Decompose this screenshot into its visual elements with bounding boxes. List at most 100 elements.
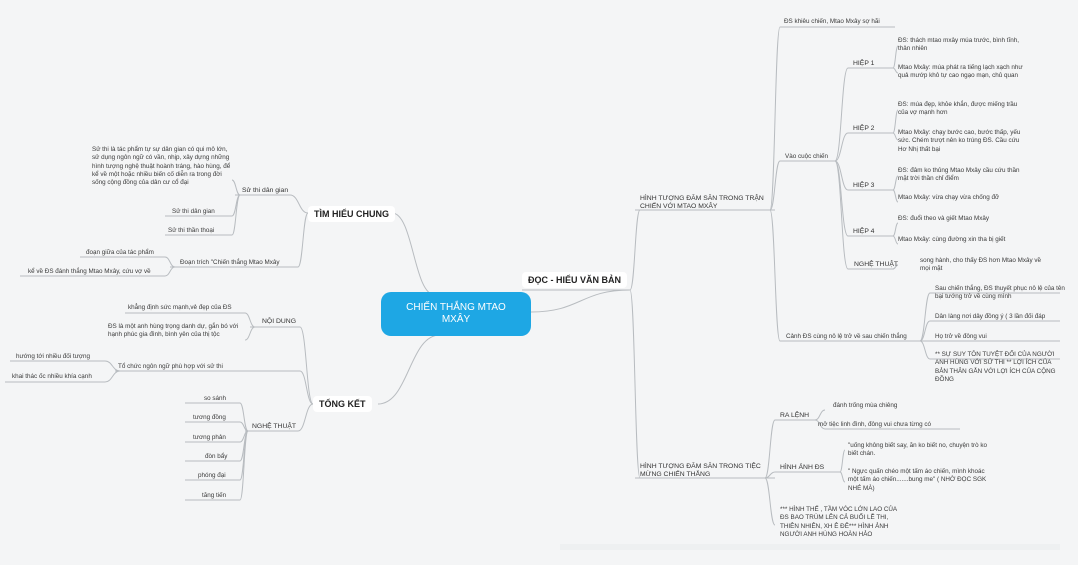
- node-hiep-3[interactable]: HIỆP 3: [853, 182, 875, 189]
- l-ra1: [892, 109, 899, 134]
- l-ra2: [892, 175, 899, 191]
- node-challenge[interactable]: ĐS khiêu chiến, Mtao Mxây sợ hãi: [784, 18, 880, 25]
- central-topic[interactable]: CHIẾN THẮNG MTAO MXÂY: [381, 292, 531, 336]
- node-org-1[interactable]: hướng tới nhiều đối tượng: [16, 353, 91, 360]
- l10: [104, 360, 121, 372]
- topic-tong-ket[interactable]: TỔNG KẾT: [313, 396, 372, 412]
- l-r3: [834, 160, 849, 237]
- l-ret3: [919, 340, 931, 360]
- node-art-3[interactable]: tương phản: [193, 434, 226, 441]
- node-art-6[interactable]: tăng tiến: [202, 492, 227, 499]
- node-return[interactable]: Cảnh ĐS cùng nô lệ trở về sau chiến thắn…: [786, 333, 907, 340]
- l8: [244, 326, 256, 341]
- node-doan-trich-content[interactable]: kể về ĐS đánh thắng Mtao Mxây, cứu vợ về: [28, 268, 151, 275]
- node-nghe-thuat-right[interactable]: NGHỆ THUẬT: [854, 261, 899, 268]
- node-noi-dung-1[interactable]: khẳng định sức mạnh,vẻ đẹp của ĐS: [128, 304, 232, 311]
- node-to-chuc-ngon-ngu[interactable]: Tổ chức ngôn ngữ phù hợp với sử thi: [118, 363, 223, 370]
- node-doan-trich-position[interactable]: đoạn giữa của tác phẩm: [86, 249, 154, 256]
- l-sum: [764, 477, 776, 526]
- node-ra-lenh-2[interactable]: mở tiệc linh đình, đông vui chưa từng có: [818, 421, 932, 428]
- node-art-2[interactable]: tương đồng: [193, 414, 226, 421]
- link-center-dochieu: [530, 289, 631, 313]
- node-su-thi-type1[interactable]: Sử thi dân gian: [172, 208, 215, 215]
- node-su-thi-definition[interactable]: Sử thi là tác phẩm tự sự dân gian có qui…: [92, 146, 231, 187]
- l-fight: [769, 160, 781, 211]
- l-rb4: [892, 264, 899, 270]
- topic-doc-hieu[interactable]: ĐỌC - HIỂU VĂN BẢN: [522, 272, 628, 288]
- l9: [299, 370, 314, 405]
- l-i2: [839, 471, 846, 483]
- l-order: [764, 419, 776, 479]
- node-hiep-4[interactable]: HIỆP 4: [853, 228, 875, 235]
- node-ra-lenh[interactable]: RA LỆNH: [780, 412, 810, 419]
- node-ra-lenh-1[interactable]: đánh trống mùa chiêng: [833, 402, 898, 409]
- link-center-tongket: [377, 334, 441, 405]
- node-hinh-anh-2[interactable]: " Ngực quấn chéo một tấm áo chiến, mình …: [848, 468, 987, 492]
- l3: [231, 194, 241, 236]
- l5: [164, 266, 176, 277]
- node-noi-dung[interactable]: NỘI DUNG: [262, 318, 296, 325]
- node-vao-cuoc-chien[interactable]: Vào cuộc chiến: [785, 153, 829, 160]
- node-hiep-2-b[interactable]: Mtao Mxây: chạy bước cao, bước thấp, yếu…: [898, 129, 1021, 153]
- node-doan-trich[interactable]: Đoạn trích "Chiến thắng Mtao Mxây: [180, 259, 280, 266]
- node-hiep-2[interactable]: HIỆP 2: [853, 125, 875, 132]
- node-su-thi-dan-gian[interactable]: Sử thi dân gian: [242, 187, 289, 194]
- node-hiep-1-a[interactable]: ĐS: thách mtao mxây múa trước, bình tĩnh…: [898, 37, 1020, 53]
- l-rb2: [892, 189, 899, 203]
- l-rb1: [892, 132, 899, 141]
- link-timhieu-sudg: [289, 194, 309, 214]
- l-ra3: [892, 222, 899, 237]
- node-hiep-1-b[interactable]: Mtao Mxây: múa phát ra tiếng lạch xạch n…: [898, 64, 1023, 80]
- node-return-1[interactable]: Sau chiến thắng, ĐS thuyết phục nô lệ củ…: [935, 285, 1065, 301]
- l-rb3: [892, 235, 899, 245]
- l-r0: [834, 67, 849, 162]
- node-hiep-2-a[interactable]: ĐS: múa đẹp, khỏe khắn, được miếng trầu …: [898, 101, 1018, 117]
- node-battle[interactable]: HÌNH TƯỢNG ĐĂM SĂN TRONG TRẬN CHIẾN VỚI …: [640, 195, 764, 211]
- l-ret: [769, 209, 781, 342]
- node-return-2[interactable]: Dân làng nơi dây đồng ý ( 3 lần đối đáp: [935, 313, 1046, 320]
- node-nghe-thuat-left[interactable]: NGHỆ THUẬT: [252, 423, 297, 430]
- node-hiep-4-a[interactable]: ĐS: đuổi theo và giết Mtao Mxây: [898, 215, 990, 222]
- bottom-bar: [560, 544, 1060, 550]
- node-su-thi-type2[interactable]: Sử thi thần thoại: [168, 227, 215, 234]
- node-art-5[interactable]: phóng đại: [198, 472, 226, 479]
- node-art-1[interactable]: so sánh: [204, 395, 227, 402]
- l-r1: [834, 132, 849, 162]
- l1: [231, 179, 241, 196]
- l-art5: [239, 430, 249, 501]
- node-hiep-3-a[interactable]: ĐS: đâm ko thủng Mtao Mxây cầu cứu thần …: [898, 167, 1020, 183]
- node-hiep-4-b[interactable]: Mtao Mxây: cùng đường xin tha bị giết: [898, 236, 1006, 243]
- l4: [164, 256, 176, 268]
- node-return-4[interactable]: ** SỰ SUY TÔN TUYỆT ĐỐI CỦA NGƯỜI ANH HÙ…: [935, 351, 1056, 383]
- l-ret0: [919, 292, 931, 342]
- l11: [104, 370, 121, 383]
- node-org-2[interactable]: khai thác ốc nhiều khía cạnh: [12, 373, 92, 380]
- l-ra0: [892, 45, 899, 69]
- link-center-timhieu: [391, 212, 436, 296]
- l7: [244, 312, 256, 328]
- node-hiep-1[interactable]: HIỆP 1: [853, 60, 875, 67]
- topic-tim-hieu-chung[interactable]: TÌM HIỂU CHUNG: [308, 206, 395, 222]
- node-hiep-3-b[interactable]: Mtao Mxây: vừa chạy vừa chống đỡ: [898, 194, 1000, 201]
- l-r4: [834, 160, 849, 270]
- l-battle: [629, 209, 641, 291]
- node-art-4[interactable]: đòn bẩy: [205, 453, 228, 460]
- l-i1: [839, 449, 846, 473]
- l-rb0: [892, 67, 899, 74]
- l-o1: [814, 409, 826, 421]
- node-noi-dung-2[interactable]: ĐS là một anh hùng trọng danh dự, gắn bó…: [108, 323, 239, 339]
- l-o2: [814, 419, 826, 430]
- l-ch: [769, 26, 781, 211]
- node-hinh-anh[interactable]: HÌNH ẢNH ĐS: [780, 464, 825, 471]
- l6: [299, 326, 314, 405]
- node-nghe-thuat-right-1[interactable]: song hành, cho thấy ĐS hơn Mtao Mxây về …: [920, 257, 1042, 273]
- node-hinh-anh-1[interactable]: "uống không biết say, ăn ko biết no, chu…: [848, 442, 987, 458]
- node-feast[interactable]: HÌNH TƯỢNG ĐĂM SĂN TRONG TIỆC MỪNG CHIẾN…: [640, 463, 761, 479]
- l12: [297, 403, 314, 432]
- node-feast-summary[interactable]: *** HÌNH THẾ , TẦM VÓC LỚN LAO CỦA ĐS BA…: [780, 506, 897, 538]
- l-feast: [629, 289, 641, 479]
- node-return-3[interactable]: Họ trở về đông vui: [935, 333, 987, 340]
- l-ret1: [919, 320, 931, 342]
